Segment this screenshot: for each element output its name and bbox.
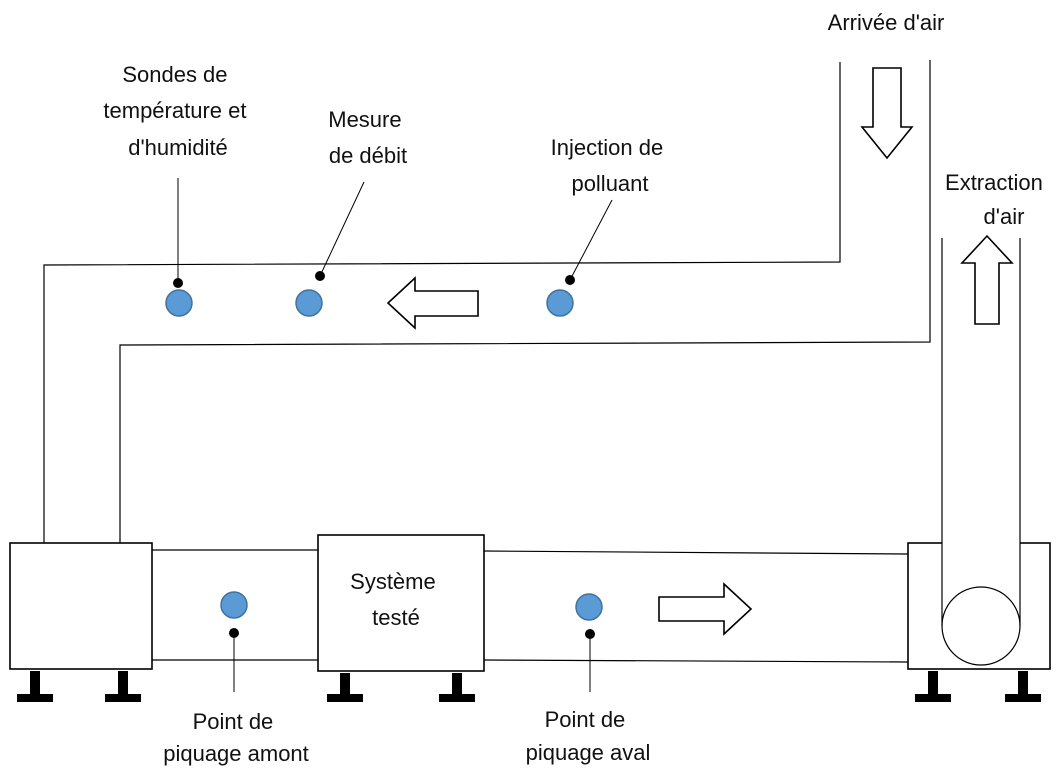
sensor-downstream-sampling [575,593,603,621]
leader-dot-upstream [229,628,239,638]
extraction-u-tube-inner [941,586,1021,627]
left-unit-feet [17,671,141,702]
extraction-u-tube-outer [941,238,1021,666]
upper-duct-outer-wall [43,62,841,543]
sensor-upstream-sampling [220,591,248,619]
leader-dot-flow [315,271,325,281]
label-tested-system: Système testé [350,569,442,630]
arrow-upper-duct-left [386,276,479,330]
arrow-lower-duct-right [658,582,753,636]
leader-pollutant [569,199,613,281]
tested-system-box [317,534,485,672]
leader-dot-temp-humidity [173,278,183,288]
label-downstream-sampling: Point de piquage aval [526,707,651,765]
extraction-unit-feet [915,671,1041,702]
sensor-pollutant-injection [546,289,574,317]
leader-flow [319,181,365,277]
sensor-flow [295,289,323,317]
label-pollutant-injection: Injection de polluant [551,135,670,196]
label-flow-measurement: Mesure de débit [328,107,407,168]
leader-dot-downstream [585,629,595,639]
left-unit-box [9,542,153,670]
label-upstream-sampling: Point de piquage amont [163,709,309,766]
lower-duct-top-wall-right [483,550,909,555]
tested-system-feet [327,673,475,702]
lower-duct-bottom-wall-right [483,659,909,663]
upper-duct-inner-wall [119,60,931,543]
label-air-inlet: Arrivée d'air [828,10,945,35]
arrow-air-inlet-down [860,67,914,160]
arrow-extraction-up [960,234,1014,325]
sensor-temp-humidity [165,289,193,317]
leader-dot-pollutant [565,275,575,285]
label-air-extraction: Extraction d'air [945,170,1049,229]
label-temp-humidity-probes: Sondes de température et d'humidité [103,62,252,160]
